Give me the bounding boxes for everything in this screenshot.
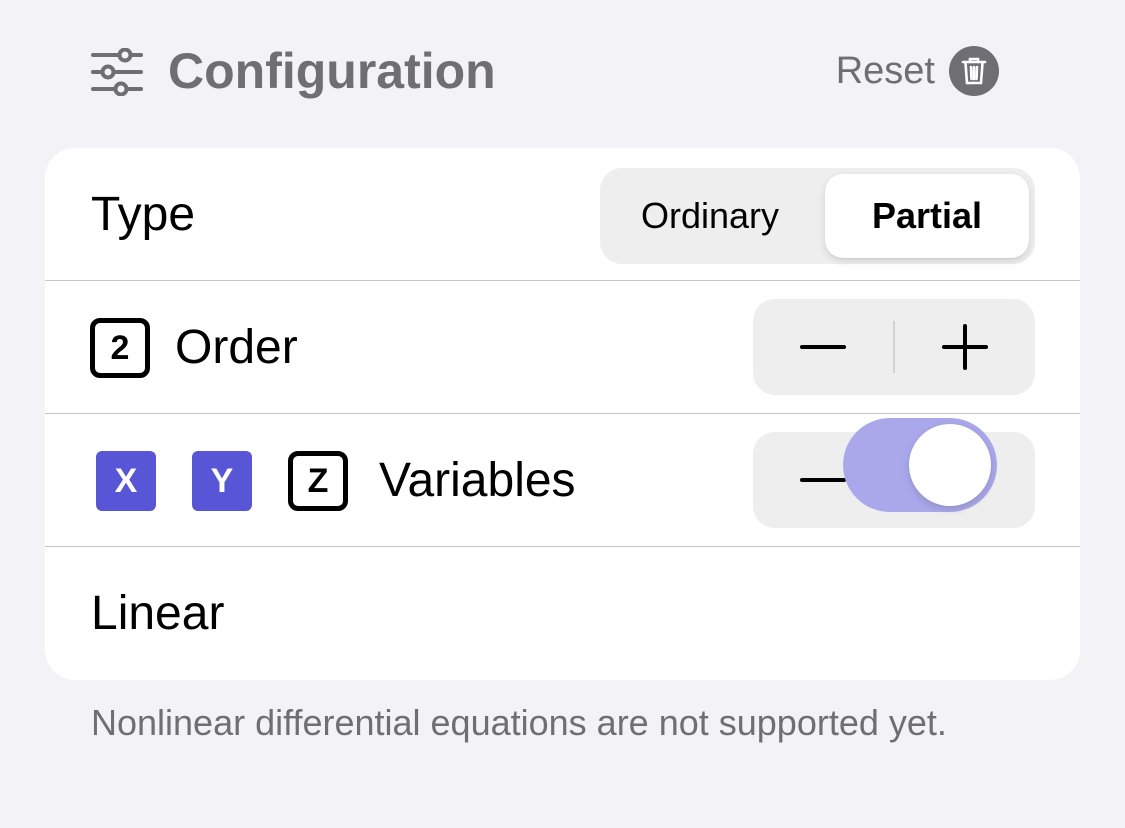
configuration-card: Type Ordinary Partial 2 Order (45, 148, 1080, 680)
sliders-icon (90, 47, 144, 97)
variable-badge-z[interactable]: Z (288, 451, 348, 511)
segment-partial[interactable]: Partial (825, 174, 1029, 258)
order-row: 2 Order (45, 281, 1080, 414)
linear-toggle[interactable] (843, 418, 997, 512)
variable-badge-x[interactable]: X (96, 451, 156, 511)
type-segmented-control[interactable]: Ordinary Partial (600, 168, 1035, 264)
variables-label: Variables (379, 454, 576, 507)
minus-icon (800, 345, 846, 349)
stepper-divider (893, 321, 895, 373)
type-row: Type Ordinary Partial (45, 148, 1080, 281)
footnote: Nonlinear differential equations are not… (91, 702, 947, 743)
linear-row: Linear (45, 547, 1080, 680)
type-label: Type (91, 188, 196, 241)
plus-icon (942, 324, 988, 370)
linear-label: Linear (91, 587, 225, 640)
order-increment-button[interactable] (895, 299, 1035, 395)
order-stepper[interactable] (753, 299, 1035, 395)
divider (45, 546, 1080, 547)
page-title: Configuration (168, 43, 496, 99)
reset-button[interactable]: Reset (836, 46, 999, 96)
order-label: Order (175, 321, 298, 374)
toggle-knob (909, 424, 991, 506)
divider (45, 413, 1080, 414)
segment-ordinary[interactable]: Ordinary (640, 195, 780, 236)
divider (45, 280, 1080, 281)
section-header: Configuration Reset (0, 0, 1125, 148)
reset-label: Reset (835, 49, 935, 92)
variables-decrement-button[interactable] (753, 432, 893, 528)
order-decrement-button[interactable] (753, 299, 893, 395)
trash-icon[interactable] (949, 46, 999, 96)
order-value-badge: 2 (90, 318, 150, 378)
variable-badge-y[interactable]: Y (192, 451, 252, 511)
minus-icon (800, 478, 846, 482)
